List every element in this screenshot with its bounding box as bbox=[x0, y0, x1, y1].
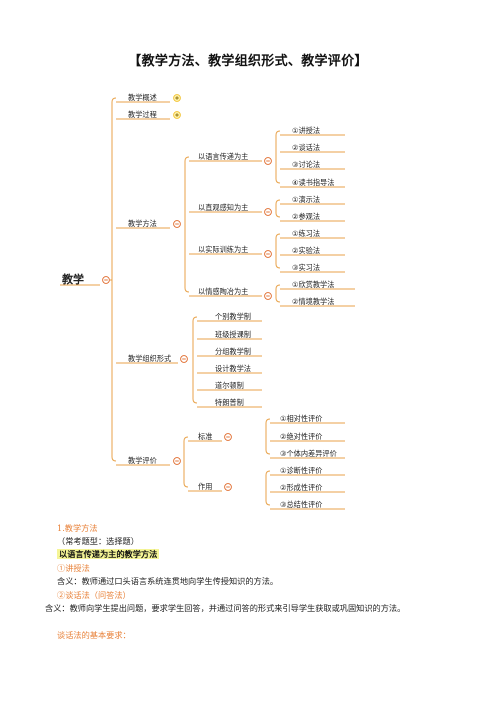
eval-item: ①诊断性评价 bbox=[280, 466, 323, 475]
branch-methods[interactable]: 教学方法 bbox=[128, 219, 157, 228]
conversation-requirements-label: 谈话法的基本要求： bbox=[57, 630, 131, 640]
connector-line bbox=[111, 456, 117, 462]
eval-group-function[interactable]: 作用 bbox=[198, 482, 213, 491]
method-label-conversation: ②谈话法（问答法） bbox=[57, 590, 131, 600]
connector-line bbox=[275, 284, 281, 290]
org-item: 道尔顿制 bbox=[215, 381, 244, 390]
connector-line bbox=[183, 482, 189, 488]
method-group-toggle[interactable] bbox=[264, 292, 272, 300]
subheading-highlight: 以语言传递为主的教学方法 bbox=[57, 549, 160, 559]
branch-process[interactable]: 教学过程 bbox=[128, 110, 157, 119]
connector-line bbox=[183, 436, 189, 442]
process-expand-toggle[interactable] bbox=[173, 111, 181, 119]
method-definition-lecture: 含义：教师通过口头语言系统连贯地向学生传授知识的方法。 bbox=[57, 576, 279, 586]
question-type-note: （常考题型：选择题） bbox=[57, 536, 139, 546]
section-heading: 1.教学方法 bbox=[57, 523, 98, 533]
mind-map-lines bbox=[60, 94, 355, 510]
method-group-language[interactable]: 以语言传递为主 bbox=[198, 152, 249, 161]
method-group-visual[interactable]: 以直观感知为主 bbox=[198, 203, 249, 212]
connector-line bbox=[275, 130, 281, 136]
method-item: ②谈话法 bbox=[292, 143, 321, 152]
org-item: 个别教学制 bbox=[215, 312, 251, 321]
method-item: ③讨论法 bbox=[292, 160, 321, 169]
eval-standard-toggle[interactable] bbox=[224, 433, 232, 441]
branch-overview[interactable]: 教学概述 bbox=[128, 93, 157, 102]
method-label-lecture: ①讲授法 bbox=[57, 563, 90, 573]
connector-line bbox=[265, 500, 271, 506]
eval-item: ①相对性评价 bbox=[280, 414, 323, 423]
branch-org-forms[interactable]: 教学组织形式 bbox=[128, 354, 172, 363]
connector-line bbox=[111, 97, 117, 103]
method-item: ①讲授法 bbox=[292, 126, 321, 135]
method-item: ④读书指导法 bbox=[292, 178, 335, 187]
connector-line bbox=[275, 199, 281, 205]
org-item: 分组教学制 bbox=[215, 347, 251, 356]
connector-line bbox=[192, 316, 198, 322]
methods-collapse-toggle[interactable] bbox=[173, 220, 181, 228]
page-title: 【教学方法、教学组织形式、教学评价】 bbox=[128, 54, 368, 69]
method-item: ②参观法 bbox=[292, 212, 321, 221]
method-item: ①练习法 bbox=[292, 229, 321, 238]
overview-expand-toggle[interactable] bbox=[173, 94, 181, 102]
method-item: ①欣赏教学法 bbox=[292, 280, 335, 289]
branch-evaluation[interactable]: 教学评价 bbox=[128, 456, 157, 465]
connector-line bbox=[184, 156, 190, 162]
method-group-toggle[interactable] bbox=[264, 208, 272, 216]
connector-line bbox=[275, 233, 281, 239]
eval-item: ③总结性评价 bbox=[280, 500, 323, 509]
eval-item: ②形成性评价 bbox=[280, 483, 323, 492]
connector-line bbox=[275, 297, 281, 303]
eval-collapse-toggle[interactable] bbox=[173, 457, 181, 465]
org-item: 班级授课制 bbox=[215, 330, 251, 339]
connector-line bbox=[265, 418, 271, 424]
method-item: ③实习法 bbox=[292, 263, 321, 272]
eval-item: ③个体内差异评价 bbox=[280, 449, 337, 458]
method-group-toggle[interactable] bbox=[264, 250, 272, 258]
connector-line bbox=[265, 470, 271, 476]
connector-line bbox=[184, 287, 190, 293]
eval-group-standard[interactable]: 标准 bbox=[198, 432, 213, 441]
eval-function-toggle[interactable] bbox=[224, 483, 232, 491]
org-item: 设计教学法 bbox=[215, 364, 251, 373]
eval-item: ②绝对性评价 bbox=[280, 432, 323, 441]
connector-line bbox=[265, 449, 271, 455]
root-collapse-toggle[interactable] bbox=[102, 276, 110, 284]
org-item: 特朗普制 bbox=[215, 398, 244, 407]
root-node: 教学 bbox=[62, 273, 84, 286]
method-group-emotion[interactable]: 以情感陶冶为主 bbox=[198, 287, 249, 296]
connector-line bbox=[275, 178, 281, 184]
method-item: ②情境教学法 bbox=[292, 297, 335, 306]
connector-line bbox=[275, 263, 281, 269]
method-item: ②实验法 bbox=[292, 246, 321, 255]
connector-line bbox=[192, 398, 198, 404]
method-group-toggle[interactable] bbox=[264, 157, 272, 165]
method-item: ①演示法 bbox=[292, 195, 321, 204]
org-collapse-toggle[interactable] bbox=[180, 355, 188, 363]
method-group-practice[interactable]: 以实际训练为主 bbox=[198, 245, 249, 254]
connector-line bbox=[275, 212, 281, 218]
method-definition-conversation: 含义：教师向学生提出问题，要求学生回答，并通过问答的形式来引导学生获取或巩固知识… bbox=[45, 603, 406, 613]
